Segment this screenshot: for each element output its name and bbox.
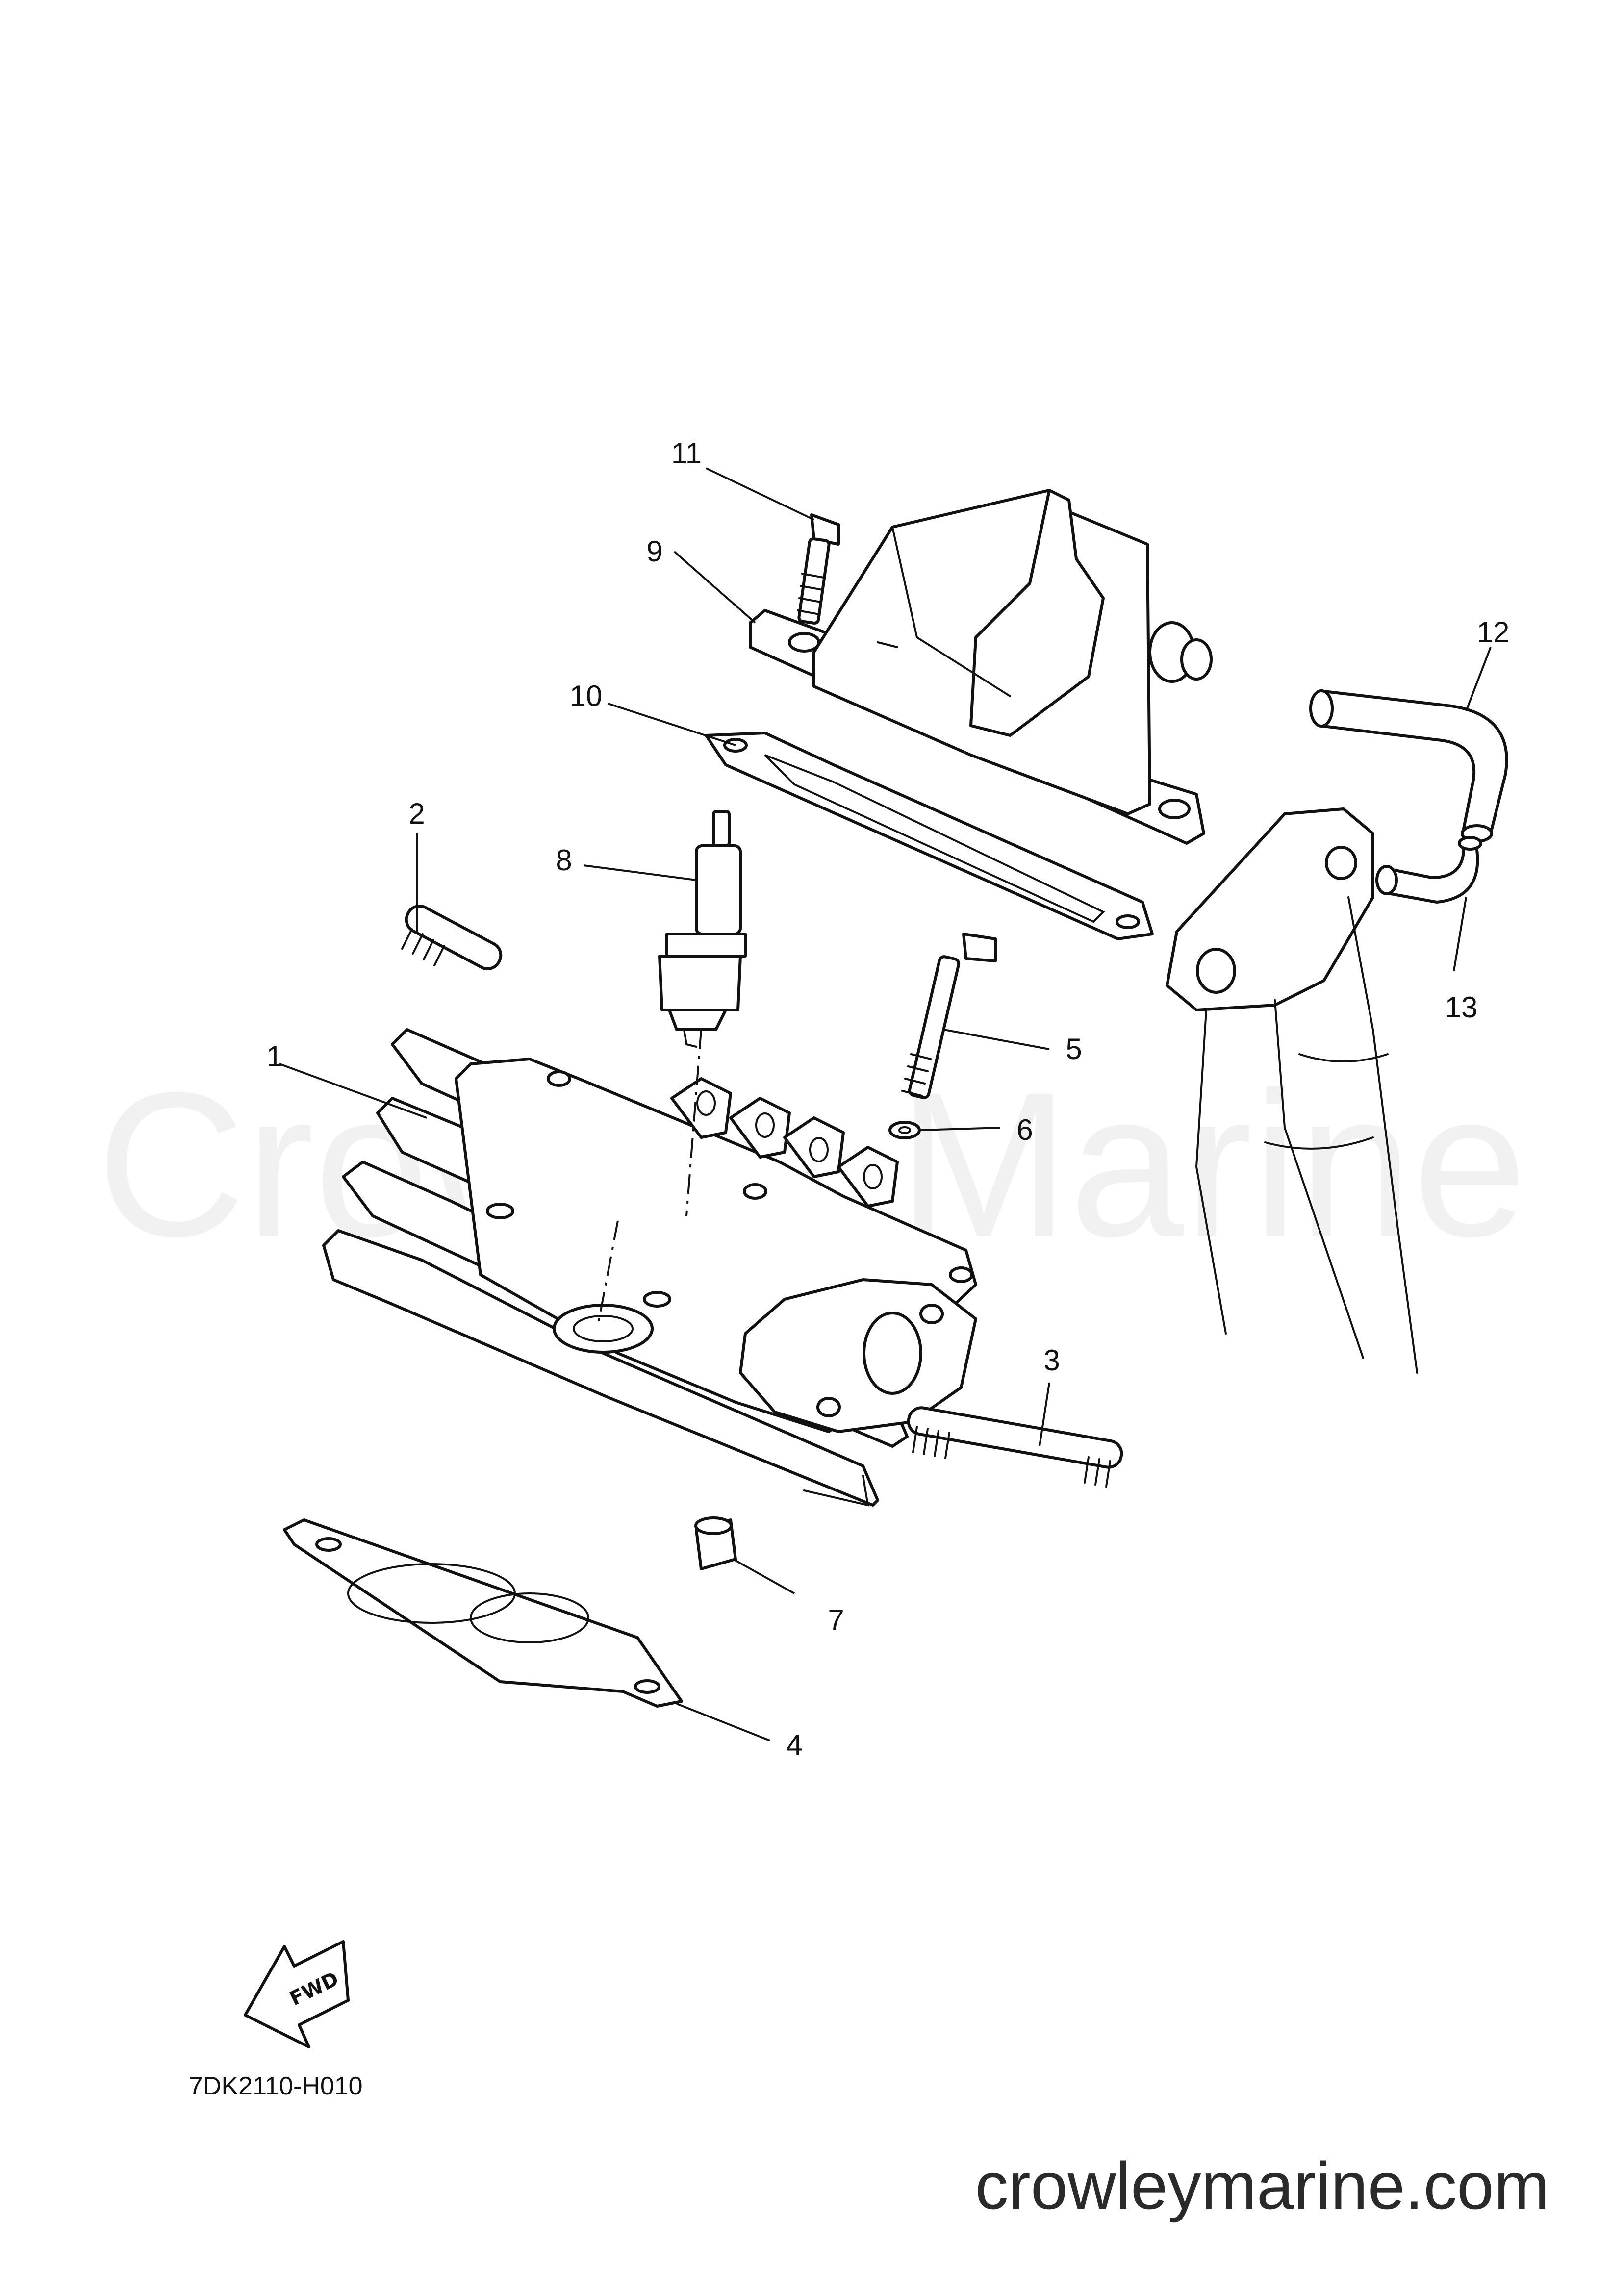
leader-lines xyxy=(279,467,1492,1741)
callout-5: 5 xyxy=(1066,1033,1082,1065)
callout-9: 9 xyxy=(646,535,662,568)
callout-3: 3 xyxy=(1043,1344,1060,1377)
callout-12: 12 xyxy=(1477,616,1510,649)
callout-1: 1 xyxy=(266,1040,282,1073)
fwd-arrow-icon: FWD xyxy=(244,1940,350,2048)
part-11-bolt[interactable] xyxy=(797,513,840,625)
part-10-gasket[interactable] xyxy=(705,732,1154,940)
callout-4: 4 xyxy=(786,1729,802,1762)
intake-duct xyxy=(1166,807,1418,1374)
callout-13: 13 xyxy=(1445,991,1478,1024)
part-3-stud[interactable] xyxy=(907,1406,1124,1488)
part-9-breather-cover[interactable] xyxy=(749,489,1213,845)
part-13-elbow[interactable] xyxy=(1375,836,1482,904)
part-7-dowel-pin[interactable] xyxy=(694,1516,737,1570)
part-4-head-gasket[interactable] xyxy=(283,1518,683,1708)
part-8-spark-plug[interactable] xyxy=(658,810,747,1048)
callout-7: 7 xyxy=(828,1604,844,1637)
part-1-cylinder-head[interactable] xyxy=(322,1028,977,1507)
callout-8: 8 xyxy=(556,844,572,877)
part-6-washer[interactable] xyxy=(888,1121,921,1139)
site-url[interactable]: crowleymarine.com xyxy=(975,2148,1549,2223)
callout-10: 10 xyxy=(570,680,603,712)
part-2-stud-bolt[interactable] xyxy=(401,902,506,973)
callout-numbers: 11 9 10 12 13 8 2 1 5 6 3 7 4 xyxy=(266,437,1509,1762)
part-5-bolt[interactable] xyxy=(901,933,997,1099)
callout-6: 6 xyxy=(1016,1113,1033,1146)
diagram-ref-code: 7DK2110-H010 xyxy=(189,2072,363,2100)
callout-11: 11 xyxy=(671,437,702,470)
callout-2: 2 xyxy=(408,797,425,830)
